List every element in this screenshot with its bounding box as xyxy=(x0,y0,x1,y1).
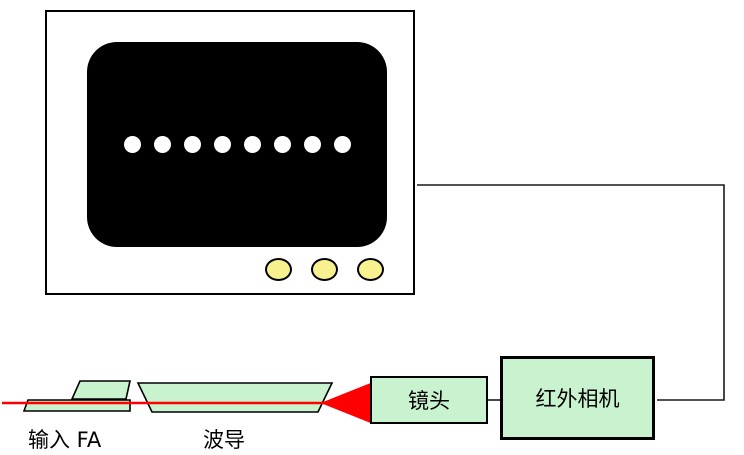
mode-spot-dot xyxy=(273,136,291,153)
fiber-array-base xyxy=(22,399,131,412)
monitor-knob xyxy=(265,258,292,281)
monitor-knob-row xyxy=(265,258,384,281)
lens-label: 镜头 xyxy=(408,389,450,413)
lens-box: 镜头 xyxy=(370,376,488,424)
waveguide-label: 波导 xyxy=(203,428,245,452)
fiber-array-block xyxy=(70,380,131,400)
monitor xyxy=(45,10,415,295)
mode-spot-dot xyxy=(303,136,321,153)
infrared-camera-label: 红外相机 xyxy=(535,387,620,411)
monitor-screen xyxy=(87,42,387,247)
waveguide-shape xyxy=(136,382,334,413)
mode-spot-dot xyxy=(153,136,171,153)
mode-spot-dot xyxy=(243,136,261,153)
mode-spot-dot xyxy=(333,136,351,153)
monitor-knob xyxy=(311,258,338,281)
mode-spot-dot xyxy=(213,136,231,153)
input-fa-label: 输入 FA xyxy=(28,428,102,452)
mode-spot-dot xyxy=(183,136,201,153)
laser-beam-cone xyxy=(320,382,373,424)
mode-spot-dot xyxy=(123,136,141,153)
infrared-camera-box: 红外相机 xyxy=(500,356,655,440)
monitor-knob xyxy=(357,258,384,281)
